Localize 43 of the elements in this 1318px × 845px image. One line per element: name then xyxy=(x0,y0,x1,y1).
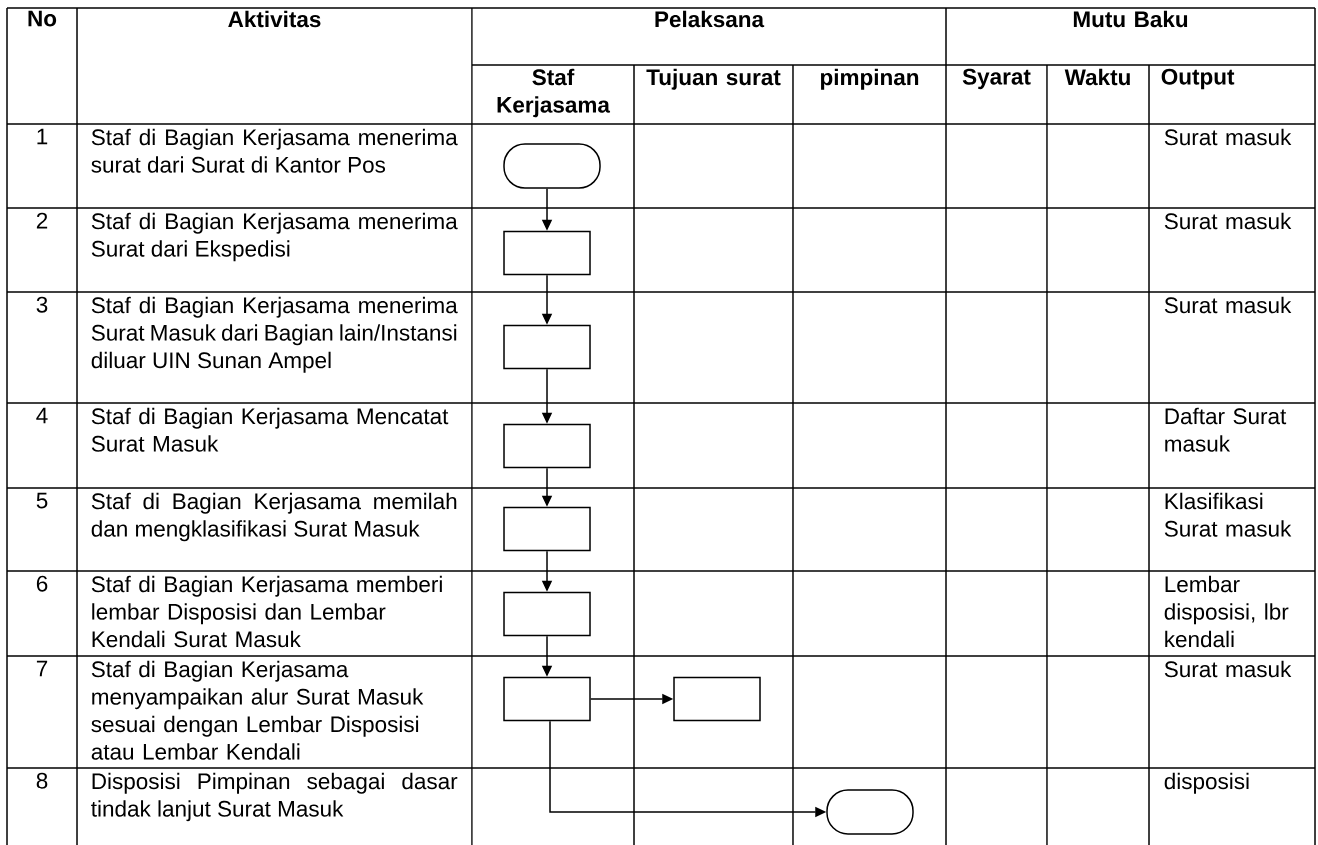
process-box xyxy=(503,324,591,370)
output-text: Lembar disposisi, lbr kendali xyxy=(1164,575,1289,648)
activity-text: Disposisi Pimpinan sebagai dasar tindak lanjut Surat Masuk xyxy=(91,772,458,822)
row-number: 3 xyxy=(36,296,48,313)
process-box xyxy=(673,676,761,722)
terminator-shape xyxy=(503,143,601,189)
header-text: pimpinan xyxy=(821,68,919,90)
header-text: Tujuan surat xyxy=(646,68,781,90)
row-number: 1 xyxy=(37,128,48,145)
terminator-shape xyxy=(826,789,914,835)
process-box xyxy=(503,423,591,469)
output-text: Surat masuk xyxy=(1164,128,1292,146)
activity-text: Staf di Bagian Kerjasama memberi lembar Disposisi dan Lembar Kendali Surat Masuk xyxy=(91,575,442,648)
output-text: Klasifikasi Surat masuk xyxy=(1164,492,1292,537)
output-text: Daftar Surat masuk xyxy=(1165,407,1287,452)
header-text: Output xyxy=(1161,68,1235,90)
activity-text: Staf di Bagian Kerjasama menerima Surat Masuk dari Bagian lain/Instansi diluar UIN Sunan Ampel xyxy=(91,296,458,373)
process-box xyxy=(503,506,591,552)
process-box xyxy=(503,230,591,276)
output-text: disposisi xyxy=(1164,772,1249,794)
output-text: Surat masuk xyxy=(1164,212,1292,230)
header-text: No xyxy=(28,10,57,27)
row-number: 8 xyxy=(36,772,48,789)
output-text: Surat masuk xyxy=(1164,296,1292,314)
activity-text: Staf di Bagian Kerjasama menerima Surat dari Ekspedisi xyxy=(91,212,458,262)
header-text: Pelaksana xyxy=(655,10,765,28)
row-number: 6 xyxy=(36,575,48,592)
header-text: Staf Kerjasama xyxy=(497,68,611,118)
activity-text: Staf di Bagian Kerjasama Mencatat Surat Masuk xyxy=(91,407,449,452)
activity-text: Staf di Bagian Kerjasama menerima surat dari Surat di Kantor Pos xyxy=(91,128,458,173)
activity-text: Staf di Bagian Kerjasama memilah dan mengklasifikasi Surat Masuk xyxy=(91,492,457,542)
header-text: Waktu xyxy=(1064,68,1130,86)
output-text: Surat masuk xyxy=(1164,660,1292,678)
activity-text: Staf di Bagian Kerjasama menyampaikan alur Surat Masuk sesuai dengan Lembar Disposisi atau Lembar Kendali xyxy=(91,660,424,760)
header-text: Syarat xyxy=(962,68,1031,90)
row-number: 4 xyxy=(36,407,48,424)
row-number: 7 xyxy=(36,660,48,677)
process-box xyxy=(503,591,591,637)
header-text: Aktivitas xyxy=(228,10,321,28)
header-text: Mutu Baku xyxy=(1073,10,1188,28)
process-box xyxy=(503,676,591,722)
row-number: 5 xyxy=(36,492,48,509)
row-number: 2 xyxy=(36,212,48,229)
